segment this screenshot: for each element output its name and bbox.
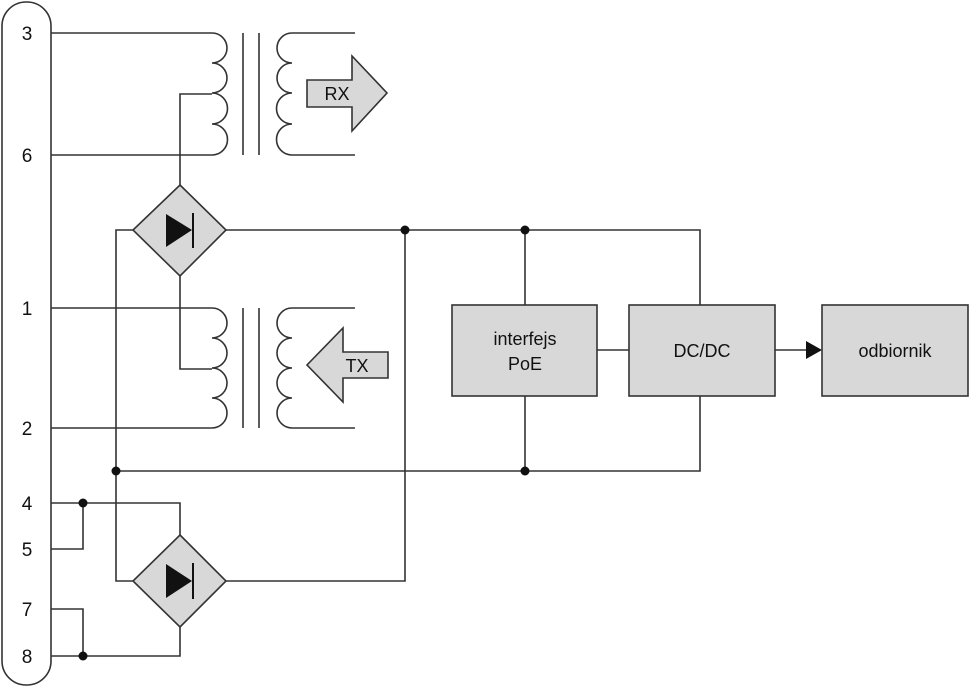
junction-dot [111, 466, 121, 476]
bridge-rectifier-1 [131, 183, 228, 278]
poe-label-line1: interfejs [493, 329, 556, 349]
rx-transformer [51, 32, 355, 185]
junction-dot [520, 225, 530, 235]
pin-2-label: 2 [22, 419, 33, 440]
pin-8-label: 8 [22, 647, 33, 668]
pin-7-label: 7 [22, 600, 33, 621]
pin-5-label: 5 [22, 540, 33, 561]
load-label: odbiornik [858, 341, 932, 361]
rx-arrow: RX [306, 53, 389, 134]
tx-transformer [51, 276, 355, 429]
junction-dot [520, 466, 530, 476]
poe-interface-block: interfejs PoE [451, 304, 598, 397]
pin-3-label: 3 [22, 24, 33, 45]
pin-6-label: 6 [22, 146, 33, 167]
rj45-connector [1, 1, 52, 686]
poe-label-line2: PoE [508, 354, 542, 374]
diode-icon [166, 564, 192, 598]
load-block: odbiornik [821, 304, 969, 397]
dcdc-block: DC/DC [628, 304, 776, 397]
junction-dot [78, 651, 88, 661]
tx-arrow: TX [305, 326, 389, 404]
tx-label: TX [345, 356, 368, 376]
diode-icon [166, 214, 192, 247]
bridge-rectifier-2 [131, 533, 228, 629]
pin-4-label: 4 [22, 494, 33, 515]
junction-dot [78, 498, 88, 508]
rx-label: RX [324, 84, 349, 104]
junction-dot [400, 225, 410, 235]
pin-1-label: 1 [22, 299, 33, 320]
arrow-head-icon [806, 341, 822, 359]
dcdc-label: DC/DC [674, 341, 731, 361]
